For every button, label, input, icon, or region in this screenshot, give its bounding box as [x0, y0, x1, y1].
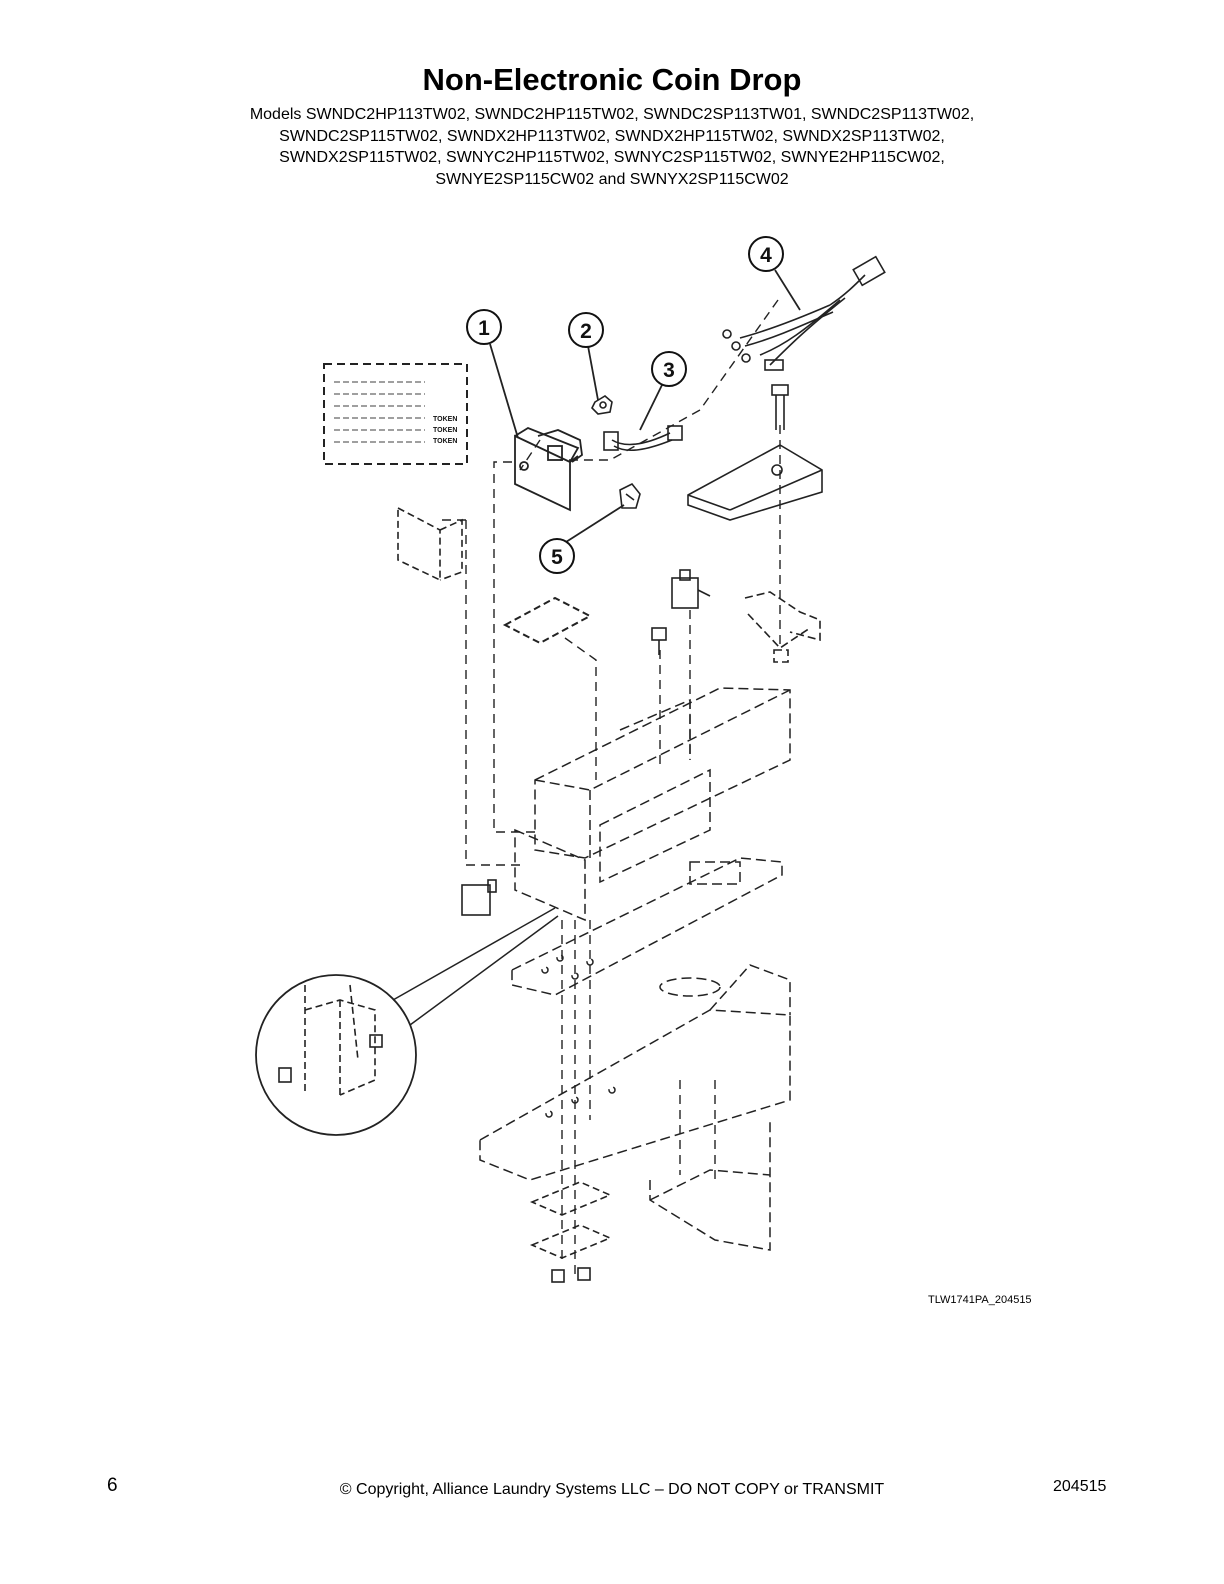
base-frame [479, 964, 791, 1251]
callout-5: 5 [539, 538, 575, 574]
token-label: TOKEN [433, 438, 457, 445]
detail-view-circle [255, 907, 559, 1136]
side-switch-part [461, 879, 497, 916]
bottom-brackets [529, 1181, 613, 1259]
right-bracket-part [744, 591, 821, 663]
switch-clip-part [619, 482, 641, 509]
token-label: TOKEN [433, 416, 457, 423]
callout-markers: 1 2 3 4 5 [466, 236, 784, 574]
short-harness-part [603, 425, 683, 452]
callout-number: 3 [663, 359, 675, 382]
page-number: 6 [107, 1475, 118, 1496]
callout-1: 1 [466, 309, 502, 345]
model-list-line: Models SWNDC2HP113TW02, SWNDC2HP115TW02,… [249, 106, 975, 123]
label-panel [502, 596, 593, 645]
model-list-line: SWNDC2SP115TW02, SWNDX2HP113TW02, SWNDX2… [279, 127, 945, 145]
screw-part [651, 627, 667, 655]
callout-3: 3 [651, 351, 687, 387]
callout-2: 2 [568, 312, 604, 348]
callout-4: 4 [748, 236, 784, 272]
copyright-notice: © Copyright, Alliance Laundry Systems LL… [339, 1481, 885, 1498]
callout-number: 2 [580, 320, 592, 343]
wire-harness-part [722, 255, 886, 371]
guide-lines [440, 299, 781, 1275]
model-list: Models SWNDC2HP113TW02, SWNDC2HP115TW02,… [150, 104, 1074, 190]
model-list-line: SWNDX2SP115TW02, SWNYC2HP115TW02, SWNYC2… [279, 149, 945, 166]
nut-part [591, 395, 613, 415]
coin-drop-housing [514, 687, 791, 922]
coin-drop-bracket-part [514, 426, 583, 512]
mounting-plate [511, 857, 783, 996]
model-list-line: SWNYE2SP115CW02 and SWNYX2SP115CW02 [435, 170, 789, 188]
token-decal: TOKEN TOKEN TOKEN [323, 363, 468, 465]
callout-number: 5 [551, 546, 563, 569]
document-number: 204515 [1053, 1478, 1107, 1495]
micro-switch-part [671, 569, 711, 609]
top-cover-plate [687, 444, 823, 521]
switch-bracket-part [397, 506, 463, 582]
leader-lines [489, 269, 801, 543]
page-title: Non-Electronic Coin Drop [422, 62, 802, 97]
callout-number: 1 [478, 317, 490, 340]
bottom-screws [551, 1267, 591, 1283]
figure-id: TLW1741PA_204515 [928, 1294, 1032, 1306]
token-label: TOKEN [433, 427, 457, 434]
bolt-part [771, 384, 789, 430]
callout-number: 4 [760, 244, 772, 267]
